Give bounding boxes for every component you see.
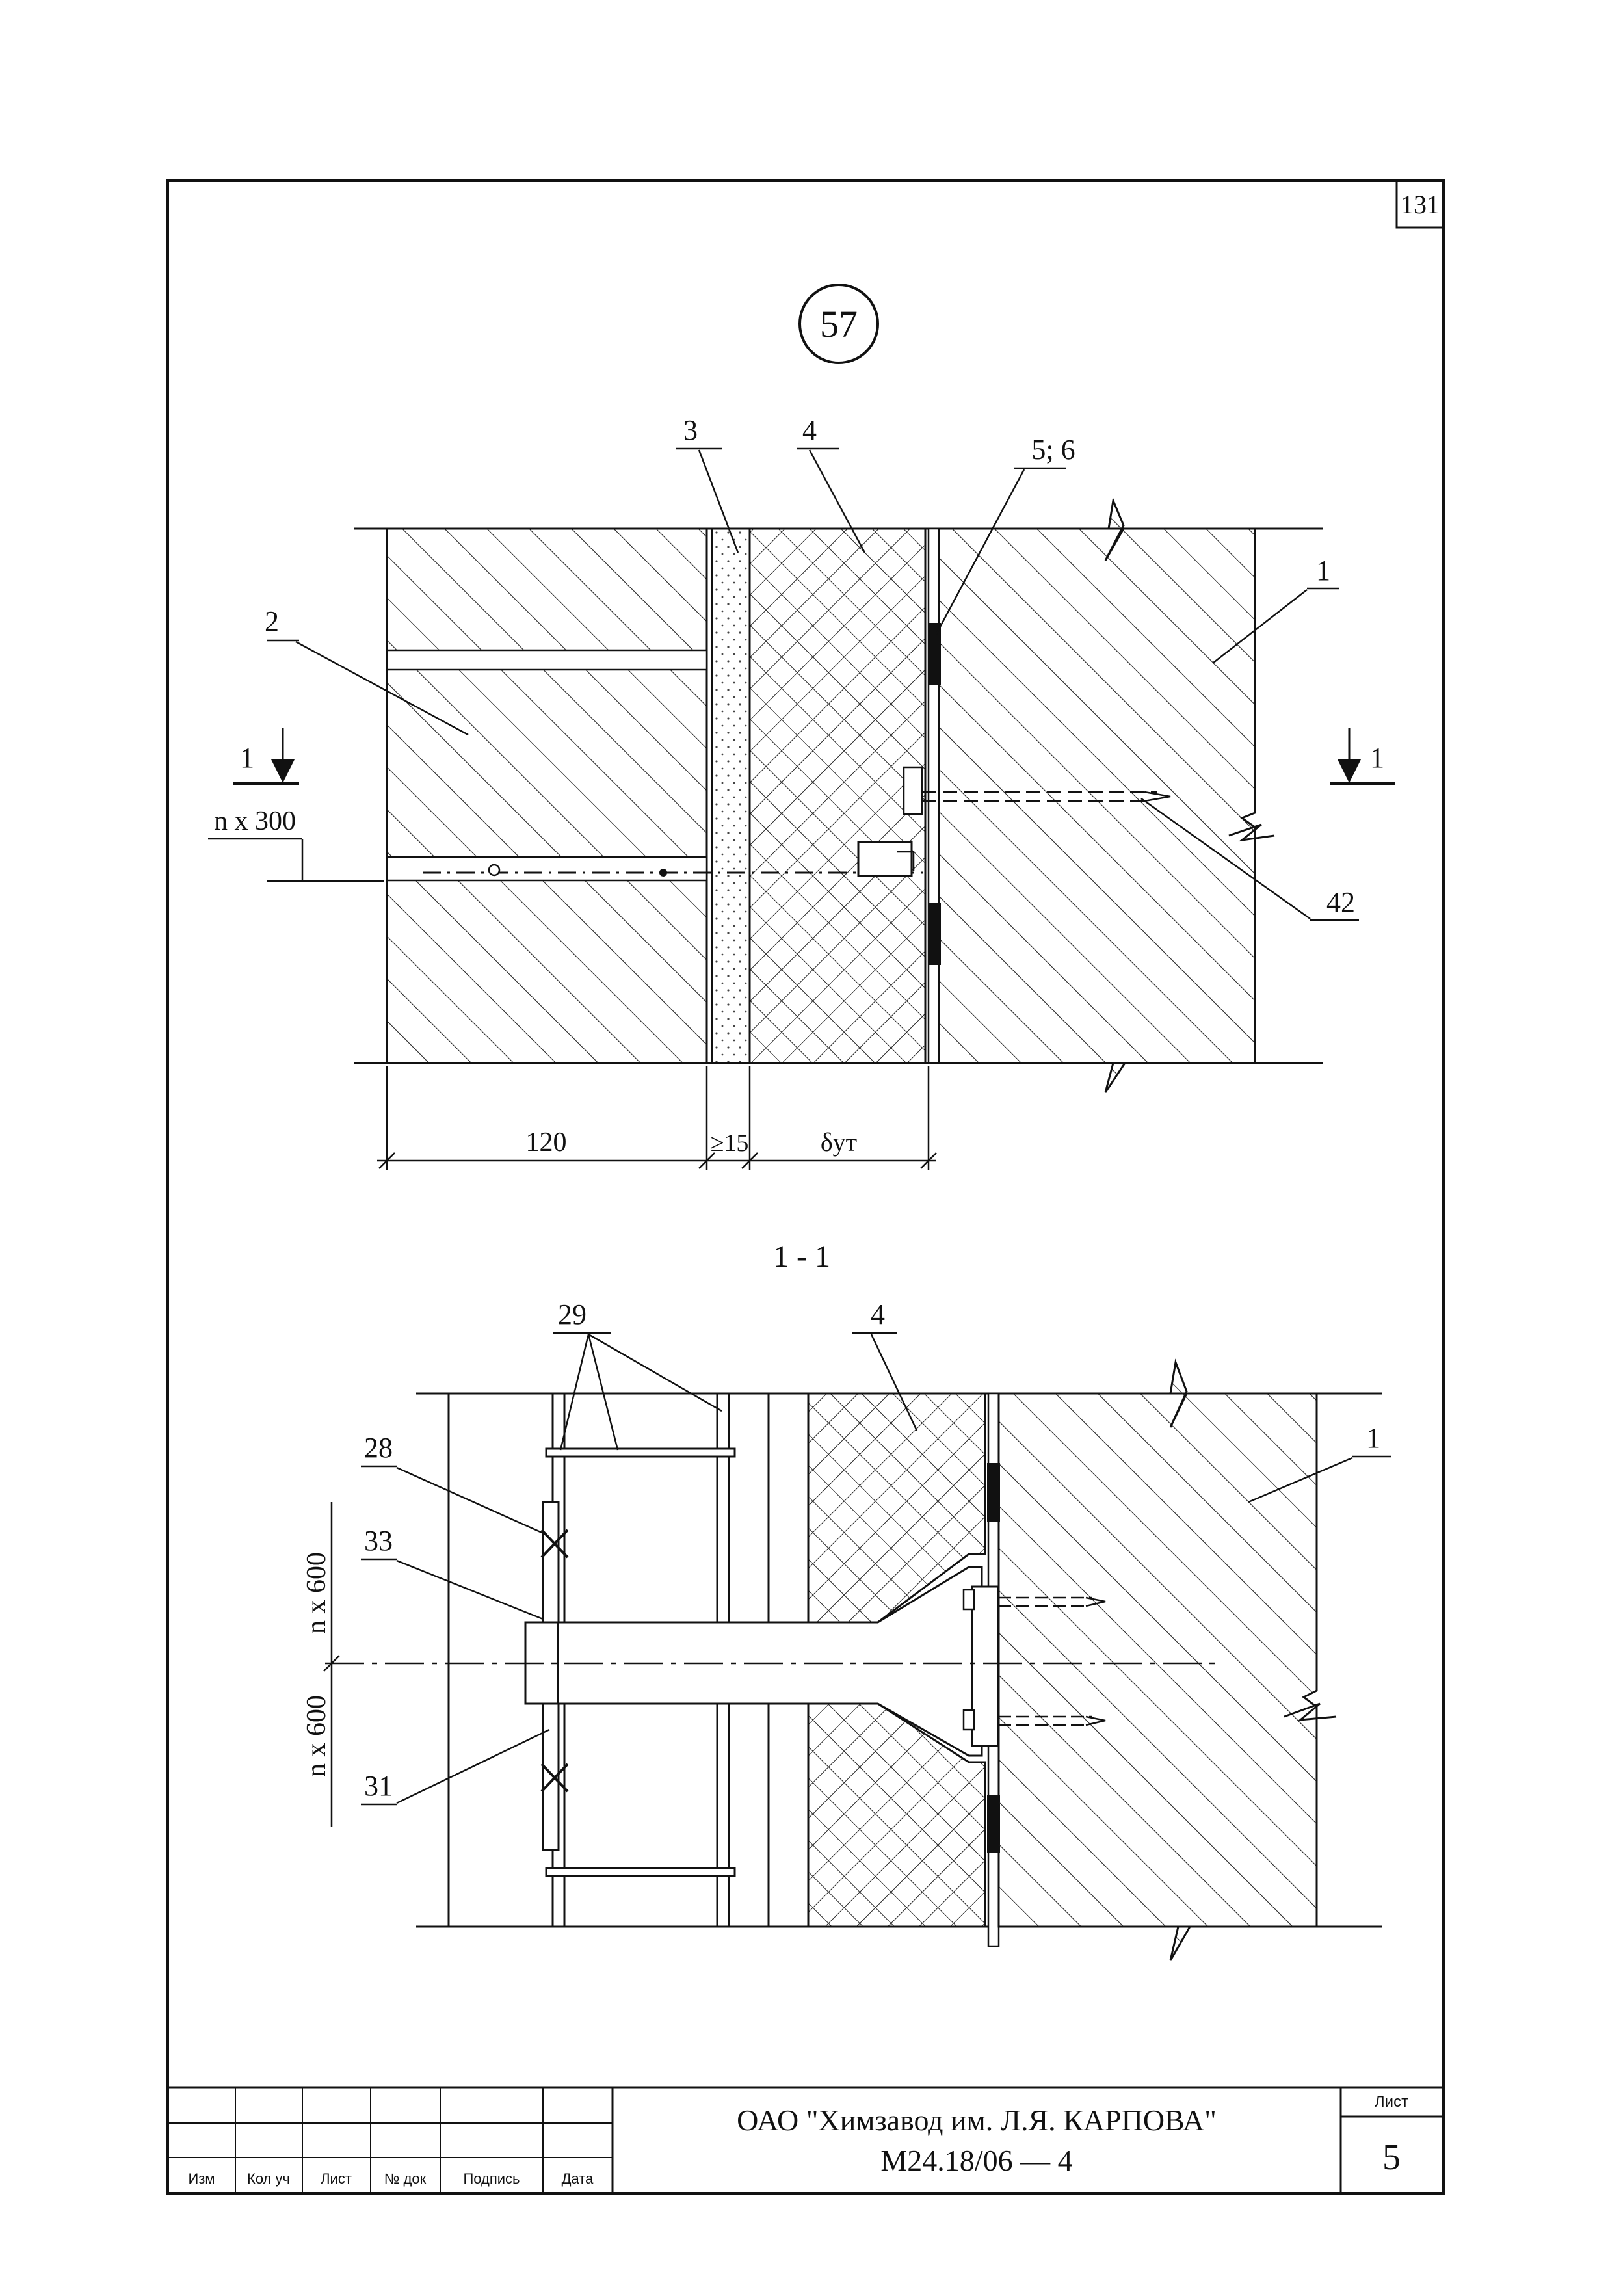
callout-28: 28: [364, 1432, 393, 1464]
dim-insulation: δут: [821, 1128, 857, 1157]
horizontal-ties: [545, 1447, 736, 1877]
insulation-layer: [748, 527, 927, 1064]
callout-1: 1: [1316, 555, 1330, 587]
callout-31: 31: [364, 1770, 393, 1802]
wall-break-right: [1228, 823, 1275, 842]
level-note: n x 300: [208, 806, 384, 882]
membrane-strip: [927, 527, 940, 1064]
section-title: 1 - 1: [773, 1239, 830, 1274]
top-callouts: 3 4 5; 6 1 2 42: [265, 414, 1355, 918]
callout-29: 29: [558, 1299, 587, 1330]
air-gap-layer: [711, 527, 751, 1064]
svg-text:Изм: Изм: [188, 2171, 215, 2187]
vert-dim-upper: n x 600: [302, 1552, 332, 1634]
section-view: 29 4 1 28 33 31 n x 600 n x 600: [302, 1299, 1391, 1961]
title-org: ОАО "Химзавод им. Л.Я. КАРПОВА": [737, 2104, 1217, 2137]
title-sheet-label: Лист: [1375, 2093, 1408, 2111]
section-insulation-lower: [807, 1702, 986, 1928]
brick-facing: [386, 527, 708, 1064]
svg-text:№ док: № док: [384, 2171, 427, 2187]
bearing-wall: [938, 497, 1256, 1093]
callout-2: 2: [265, 605, 279, 637]
dim-brick: 120: [526, 1128, 567, 1157]
vertical-dimension: [323, 1502, 340, 1827]
callout-4: 4: [802, 414, 817, 446]
title-block: [168, 2086, 1443, 2193]
callout-42: 42: [1326, 886, 1355, 918]
detail-number: 57: [820, 303, 858, 345]
wall-plate-anchors: [962, 1585, 1106, 1747]
callout-3: 3: [683, 414, 698, 446]
callout-5-6: 5; 6: [1031, 434, 1075, 466]
section-mark-right: 1: [1330, 728, 1395, 785]
detail-number-circle: [798, 284, 879, 364]
svg-text:Лист: Лист: [321, 2171, 352, 2187]
top-leaders: [267, 447, 1359, 921]
title-block-headers: Изм Кол уч Лист № док Подпись Дата: [188, 2171, 594, 2187]
dim-gap: ≥15: [711, 1129, 749, 1157]
section-mark-left: 1: [233, 728, 299, 785]
section-sealant-lower: [987, 1795, 1000, 1853]
sealant-block-lower: [928, 903, 941, 965]
dowel-anchor: [903, 766, 1171, 815]
section-callouts: 29 4 1 28 33 31: [364, 1299, 1380, 1802]
top-dimensions: [377, 1066, 937, 1170]
sheet-frame: [166, 179, 1445, 2195]
wall-tie-anchor: [423, 841, 923, 877]
svg-text:1: 1: [1370, 742, 1384, 774]
top-view: 3 4 5; 6 1 2 42 1 1 n x 300: [208, 414, 1395, 1170]
title-sheet-number: 5: [1382, 2137, 1401, 2178]
corner-sheet-number: 131: [1401, 190, 1440, 219]
section-insulation: [807, 1392, 986, 1624]
svg-text:Кол уч: Кол уч: [247, 2171, 290, 2187]
callout-33: 33: [364, 1525, 393, 1557]
svg-text:1: 1: [240, 742, 254, 774]
section-bearing-wall: [997, 1358, 1318, 1961]
svg-text:Дата: Дата: [562, 2171, 594, 2187]
section-sealant-upper: [987, 1463, 1000, 1522]
svg-text:n x 300: n x 300: [214, 806, 296, 836]
section-leaders: [361, 1332, 1391, 1806]
svg-text:Подпись: Подпись: [463, 2171, 520, 2187]
section-wall-break: [1284, 1702, 1337, 1721]
callout-1-section: 1: [1366, 1422, 1380, 1454]
vert-dim-lower: n x 600: [302, 1695, 332, 1777]
cantilever-bracket: [557, 1566, 983, 1757]
callout-4-section: 4: [871, 1299, 885, 1330]
title-doc-code: М24.18/06 — 4: [880, 2144, 1072, 2177]
sealant-block-upper: [928, 623, 941, 685]
